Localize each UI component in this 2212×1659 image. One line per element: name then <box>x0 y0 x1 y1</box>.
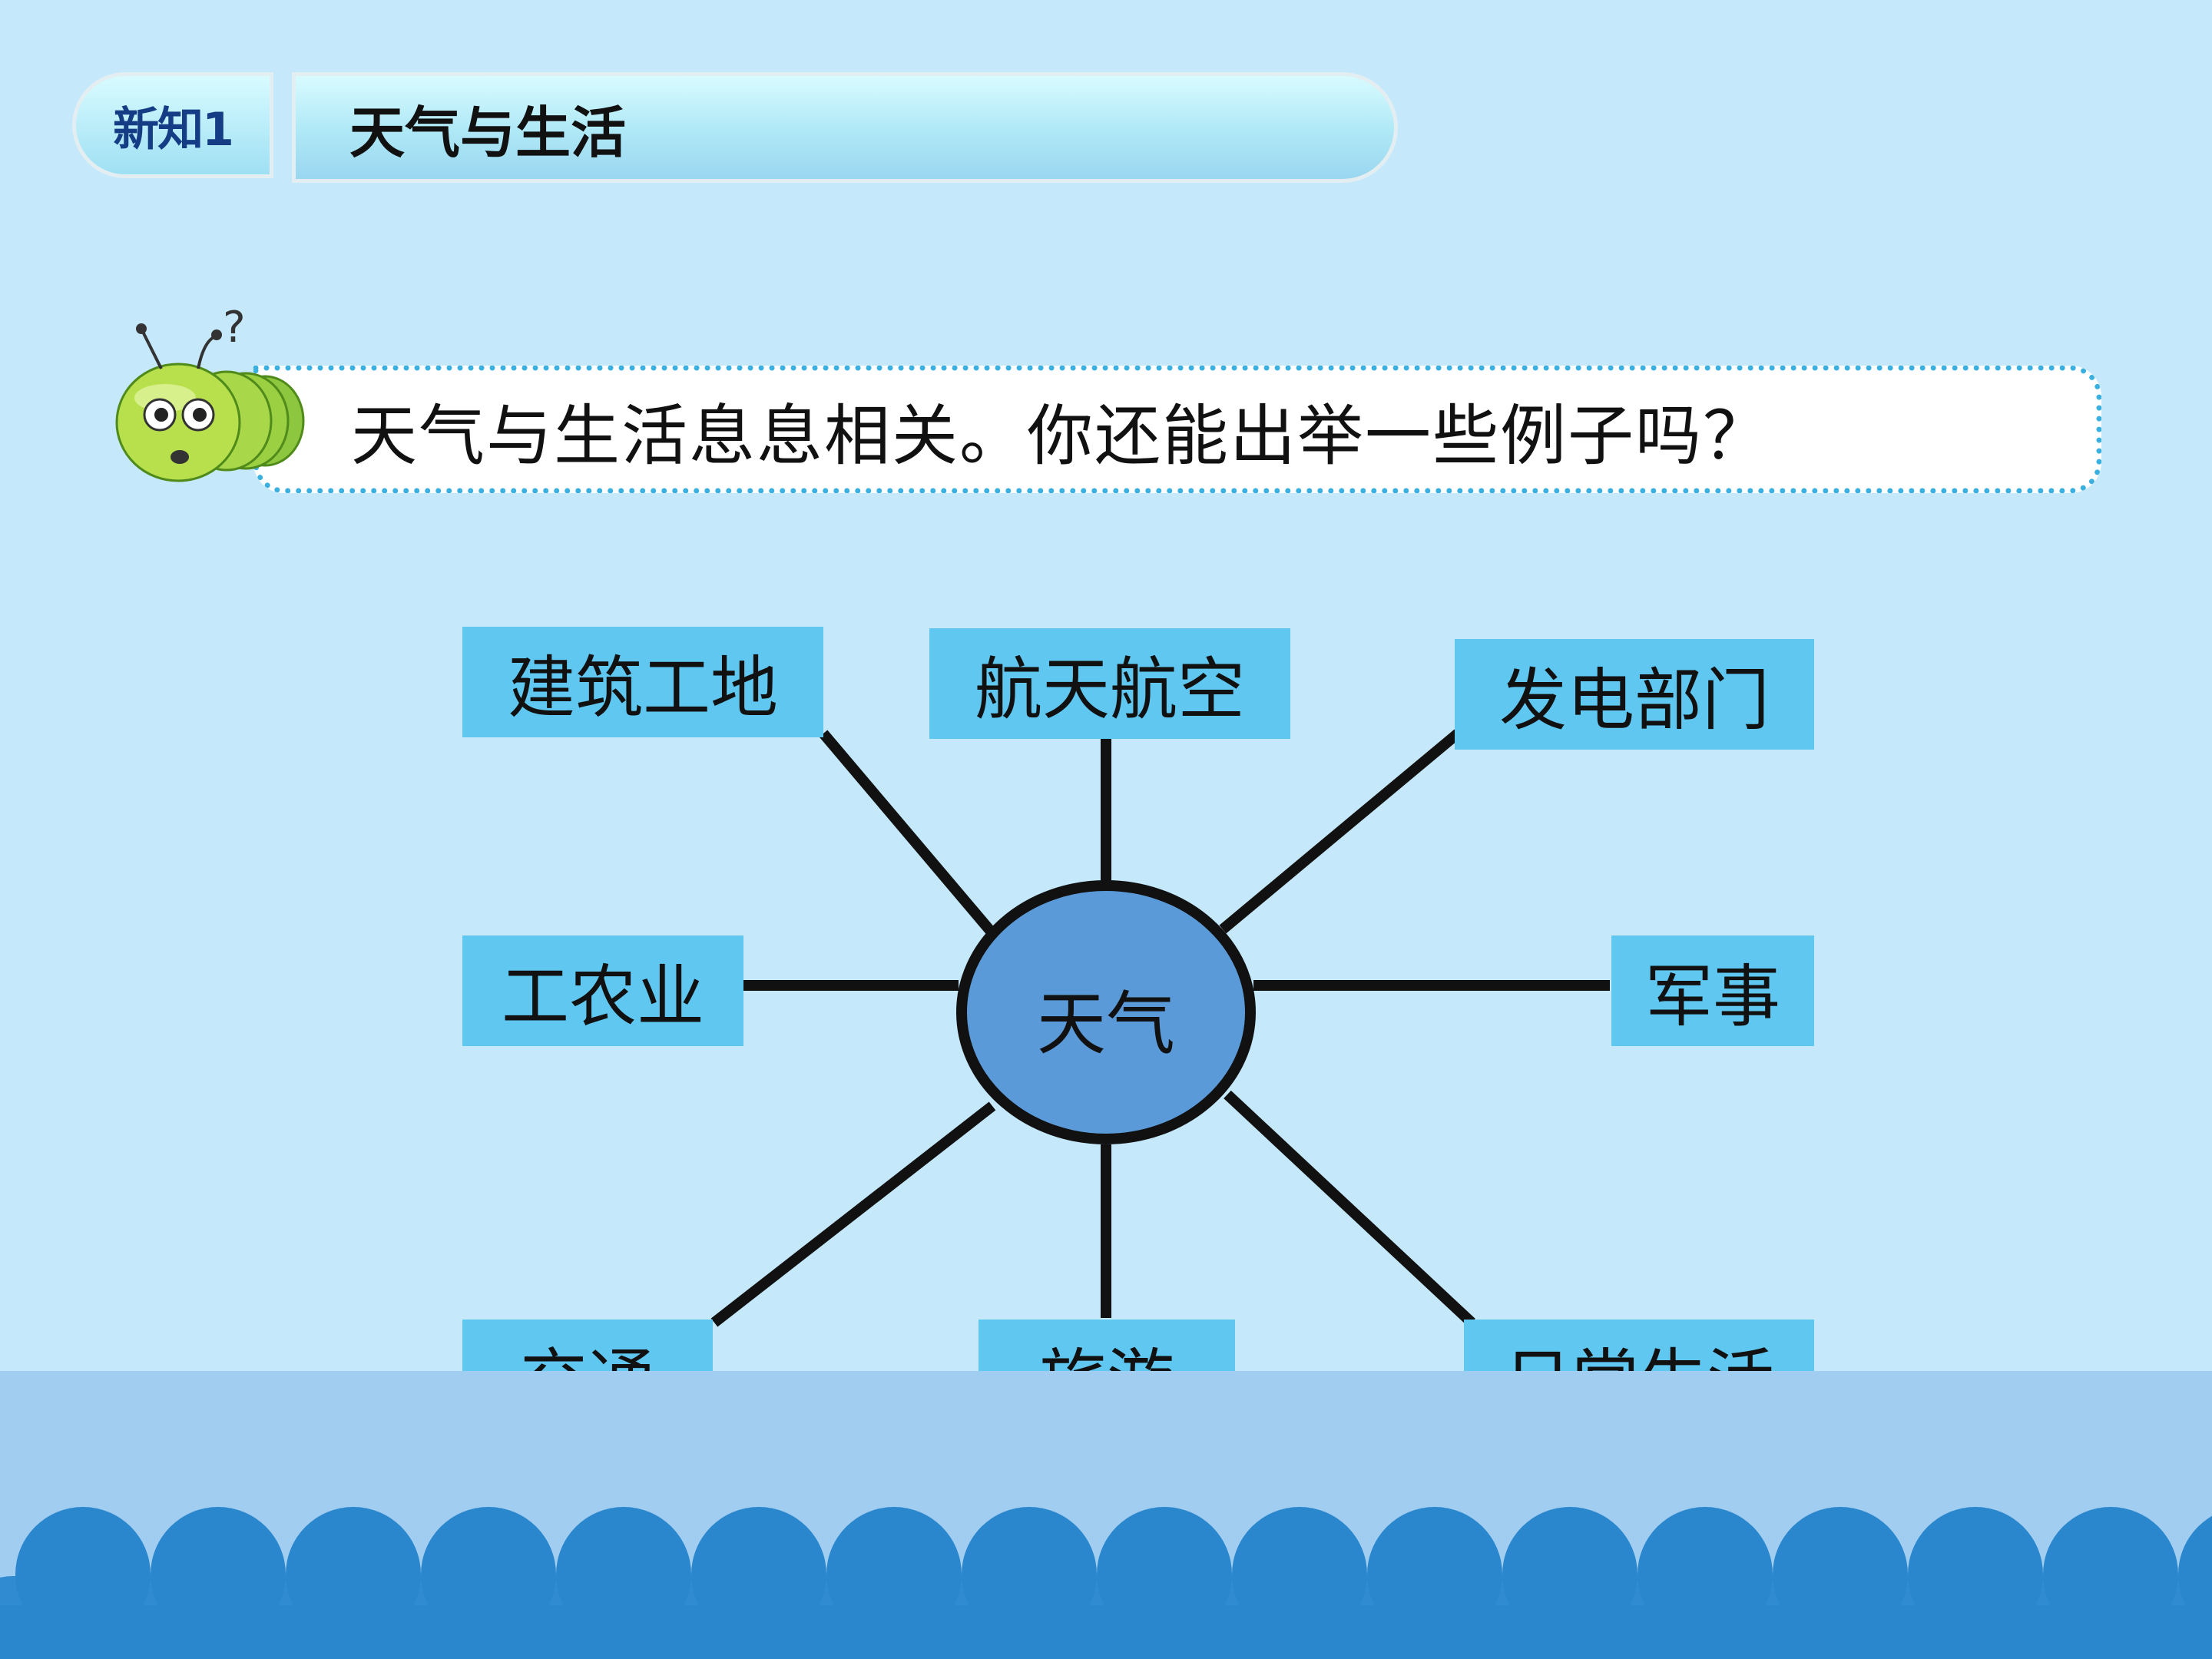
node-top-left: 建筑工地 <box>462 627 823 737</box>
section-tag: 新知1 <box>72 72 273 178</box>
svg-text:?: ? <box>223 307 246 353</box>
section-title-bar: 天气与生活 <box>292 72 1398 183</box>
connector-bottom-right <box>1224 1090 1475 1327</box>
connector-bottom-left <box>710 1101 996 1327</box>
center-node-label: 天气 <box>1037 984 1175 1065</box>
node-top-center: 航天航空 <box>929 628 1290 739</box>
connector-top-right <box>1219 729 1462 934</box>
caterpillar-question-icon: ? <box>115 307 305 482</box>
node-top-right: 发电部门 <box>1455 639 1814 750</box>
question-bubble: 天气与生活息息相关。你还能出举一些例子吗？ <box>253 366 2101 493</box>
wave-decoration <box>0 1507 2212 1659</box>
section-tag-label: 新知1 <box>113 102 234 157</box>
node-mid-right: 军事 <box>1611 935 1814 1046</box>
section-title: 天气与生活 <box>349 100 627 165</box>
node-mid-left: 工农业 <box>462 935 743 1046</box>
question-text: 天气与生活息息相关。你还能出举一些例子吗？ <box>351 397 1770 475</box>
center-ellipse <box>956 880 1256 1144</box>
wave-base <box>0 1605 2212 1659</box>
connector-top-left <box>819 730 997 937</box>
